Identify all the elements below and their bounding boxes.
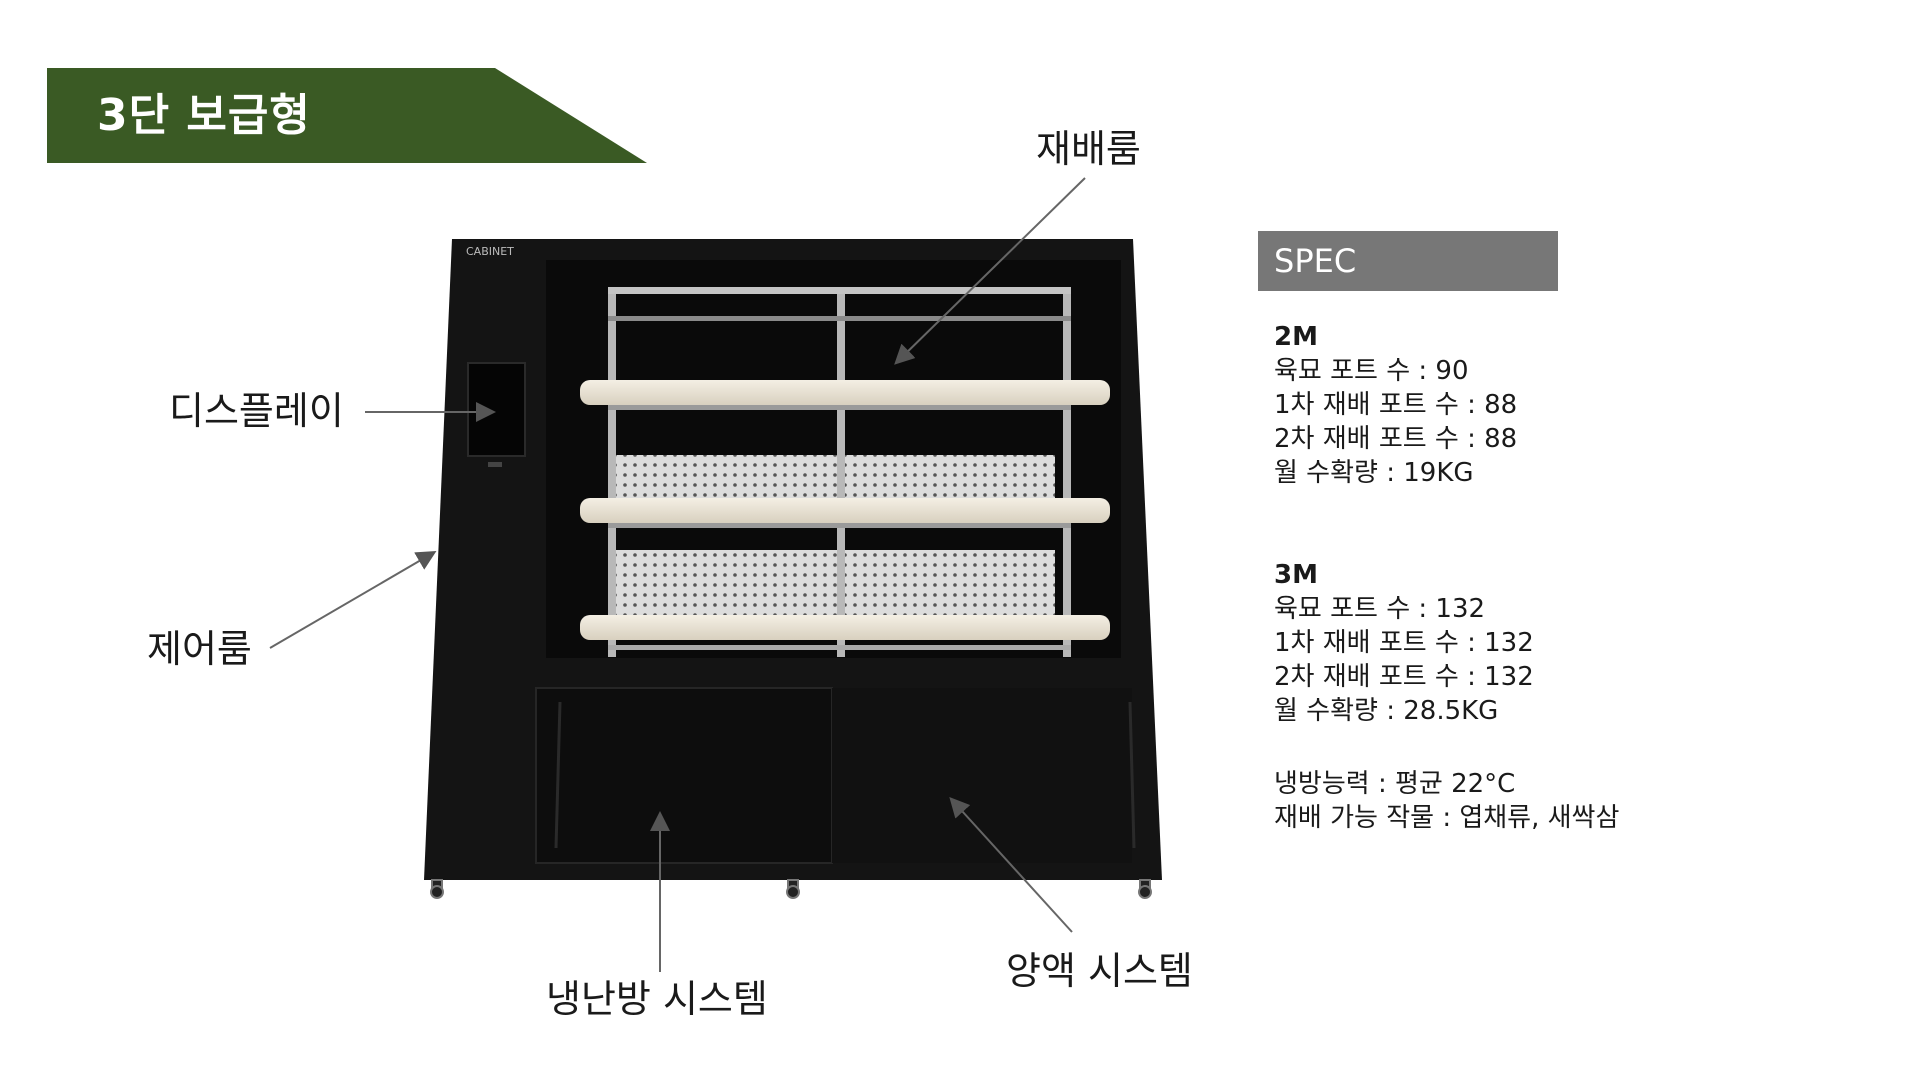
spec-line: 2차 재배 포트 수 : 132: [1274, 662, 1534, 692]
spec-line: 육묘 포트 수 : 90: [1274, 356, 1469, 386]
callout-nutrient-system: 양액 시스템: [1006, 949, 1193, 993]
display-panel: [467, 362, 526, 457]
spec-line: 육묘 포트 수 : 132: [1274, 594, 1486, 624]
spec-line: 1차 재배 포트 수 : 88: [1274, 390, 1518, 420]
spec-line: 냉방능력 : 평균 22°C: [1274, 769, 1516, 799]
spec-model-name: 3M: [1274, 560, 1318, 590]
callout-heating-cooling-system: 냉난방 시스템: [546, 977, 768, 1021]
spec-line: 1차 재배 포트 수 : 132: [1274, 628, 1534, 658]
callout-display: 디스플레이: [169, 389, 344, 433]
spec-line: 2차 재배 포트 수 : 88: [1274, 424, 1518, 454]
page-title: 3단 보급형: [97, 90, 311, 141]
spec-line: 월 수확량 : 28.5KG: [1274, 696, 1499, 726]
spec-block-2m: 2M 육묘 포트 수 : 90 1차 재배 포트 수 : 88 2차 재배 포트…: [1274, 320, 1517, 490]
spec-line: 재배 가능 작물 : 엽채류, 새싹삼: [1274, 803, 1620, 833]
callout-cultivation-room: 재배룸: [1036, 127, 1141, 171]
spec-model-name: 2M: [1274, 322, 1318, 352]
callout-control-room: 제어룸: [147, 627, 252, 671]
spec-block-general: 냉방능력 : 평균 22°C 재배 가능 작물 : 엽채류, 새싹삼: [1274, 767, 1619, 835]
spec-line: 월 수확량 : 19KG: [1274, 458, 1474, 488]
spec-block-3m: 3M 육묘 포트 수 : 132 1차 재배 포트 수 : 132 2차 재배 …: [1274, 558, 1534, 728]
spec-header: SPEC: [1258, 231, 1558, 291]
cabinet-logo: CABINET: [466, 245, 514, 258]
